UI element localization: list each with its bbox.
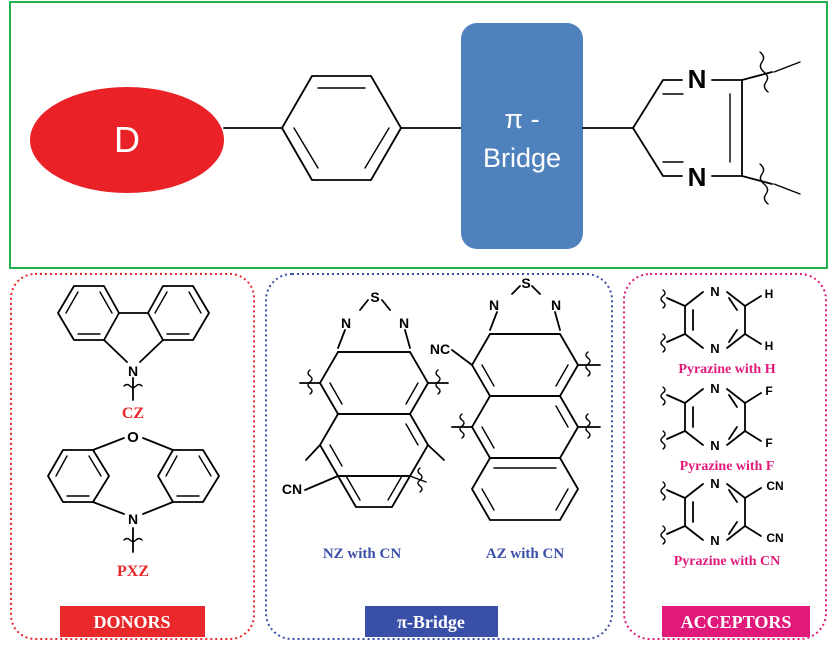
acceptor-substituent-top: F: [765, 384, 772, 398]
wavy-bond: [660, 289, 666, 309]
acceptor-n-top: N: [710, 476, 719, 491]
acceptor-bond: [684, 291, 704, 307]
wavy-bond: [660, 481, 666, 501]
az-label: AZ with CN: [486, 546, 565, 562]
acceptor-label: Pyrazine with CN: [674, 554, 781, 569]
acceptor-bond: [666, 525, 686, 535]
acceptor-n-bottom: N: [710, 438, 719, 453]
acceptor-bond: [728, 297, 738, 311]
cz-label: CZ: [122, 405, 144, 422]
acceptor-bond: [726, 333, 746, 349]
acceptors-panel-frame: [623, 273, 827, 640]
donor-ellipse: [30, 87, 224, 193]
acceptor-substituent-bottom: F: [765, 436, 772, 450]
wavy-bond: [660, 430, 666, 450]
wavy-bond: [660, 386, 666, 406]
acceptor-substituent-top: H: [765, 287, 774, 301]
donor-label: D: [114, 119, 140, 160]
wavy-bond: [660, 333, 666, 353]
donors-panel-frame: [10, 273, 255, 640]
acceptor-bond: [726, 483, 746, 499]
az-n-right: N: [551, 297, 561, 313]
bridge-caption: π-Bridge: [397, 612, 465, 632]
acceptor-bond: [728, 489, 738, 503]
bridge-label-line2: Bridge: [483, 143, 561, 173]
az-structure: [451, 285, 601, 521]
nz-structure: [299, 299, 449, 508]
bridge-caption-box: [365, 606, 498, 637]
nz-cn-bond: [304, 475, 339, 491]
donors-caption-box: [60, 606, 205, 637]
pxz-n: N: [128, 511, 138, 527]
acceptor-bond: [684, 483, 704, 499]
acceptor-bond: [726, 525, 746, 541]
cz-n: N: [128, 363, 138, 379]
acceptor-pyrazine-3: N N CN CN Pyrazine with CN: [660, 476, 784, 569]
wavy-bond: [660, 525, 666, 545]
donors-caption: DONORS: [93, 612, 170, 632]
acceptors-caption: ACCEPTORS: [681, 612, 792, 632]
acceptor-bond: [744, 333, 762, 345]
acceptor-bond: [666, 297, 686, 307]
pxz-label: PXZ: [117, 563, 149, 580]
acceptor-label: Pyrazine with F: [680, 459, 775, 474]
acceptor-bond: [728, 394, 738, 408]
acceptor-bond: [726, 291, 746, 307]
pyrazine-core: [632, 51, 801, 205]
acceptor-label: Pyrazine with H: [678, 362, 775, 377]
acceptor-n-bottom: N: [710, 341, 719, 356]
acceptor-bond: [666, 394, 686, 404]
pyrazine-n-bottom: N: [688, 162, 707, 192]
nz-n-right: N: [399, 315, 409, 331]
acceptor-pyrazine-2: N N F F Pyrazine with F: [660, 381, 775, 474]
pxz-o: O: [127, 429, 139, 446]
acceptor-bond: [728, 521, 738, 535]
acceptor-bond: [684, 430, 704, 446]
top-panel-frame: [9, 1, 828, 269]
az-n-left: N: [489, 297, 499, 313]
acceptor-bond: [666, 489, 686, 499]
phenoxazine-structure: [47, 437, 220, 553]
acceptor-bond: [744, 487, 762, 499]
acceptor-n-top: N: [710, 284, 719, 299]
az-cn: NC: [430, 341, 450, 357]
acceptors-caption-box: [662, 606, 810, 637]
nz-cn: CN: [282, 481, 302, 497]
acceptor-bond: [728, 329, 738, 343]
acceptor-substituent-bottom: H: [765, 339, 774, 353]
acceptor-substituent-top: CN: [766, 479, 783, 493]
acceptor-pyrazine-1: N N H H Pyrazine with H: [660, 284, 776, 377]
bridge-box: [461, 23, 583, 249]
pyrazine-n-top: N: [688, 64, 707, 94]
nz-s: S: [370, 289, 379, 305]
acceptor-bond: [666, 333, 686, 343]
nz-n-left: N: [341, 315, 351, 331]
nz-label: NZ with CN: [323, 546, 402, 562]
az-s: S: [521, 275, 530, 291]
bridge-panel-frame: [265, 273, 613, 640]
acceptor-bond: [744, 295, 762, 307]
acceptor-bond: [666, 430, 686, 440]
acceptor-bond: [684, 525, 704, 541]
acceptor-bond: [728, 426, 738, 440]
acceptor-bond: [684, 388, 704, 404]
acceptor-bond: [684, 333, 704, 349]
acceptor-bond: [726, 388, 746, 404]
acceptor-bond: [726, 430, 746, 446]
benzene-ring: [281, 75, 402, 181]
acceptor-n-top: N: [710, 381, 719, 396]
carbazole-structure: [57, 285, 210, 401]
acceptor-bond: [744, 525, 762, 537]
bridge-label-line1: π -: [504, 104, 539, 134]
acceptor-n-bottom: N: [710, 533, 719, 548]
acceptor-bond: [744, 392, 762, 404]
acceptor-substituent-bottom: CN: [766, 531, 783, 545]
acceptor-bond: [744, 430, 762, 442]
